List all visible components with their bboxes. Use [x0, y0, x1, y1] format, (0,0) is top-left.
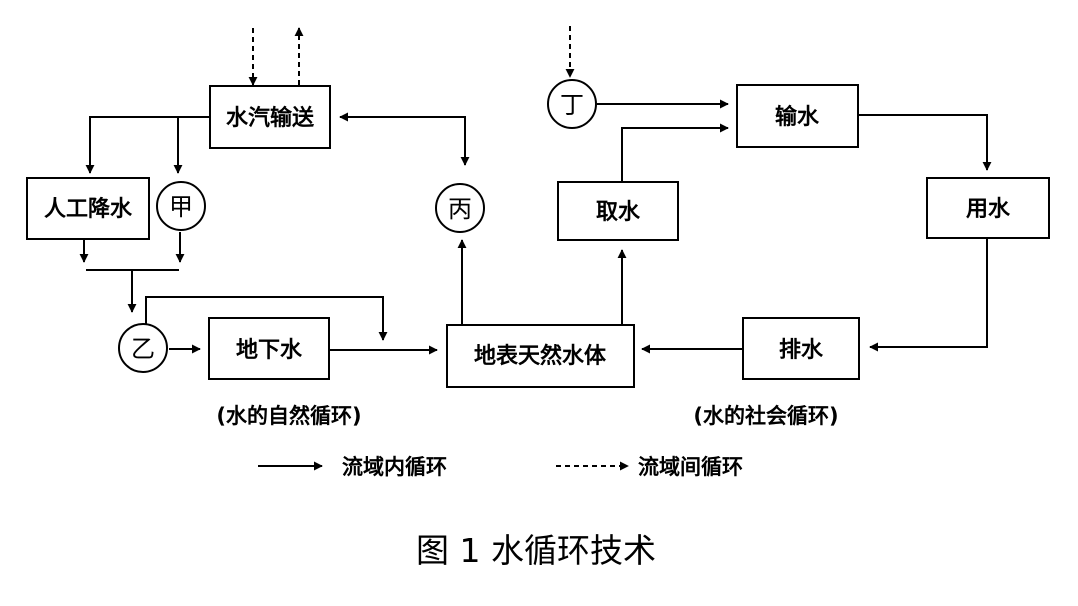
node-jia: 甲 — [156, 181, 206, 231]
connectors — [79, 26, 992, 355]
node-surface-label: 地表天然水体 — [474, 343, 607, 369]
transport-to-use-arrow — [859, 114, 992, 171]
node-vapor: 水汽输送 — [209, 85, 331, 149]
node-use: 用水 — [926, 177, 1050, 239]
yi-bypass-arrow — [145, 296, 388, 341]
node-rain: 人工降水 — [26, 177, 150, 240]
legend-inner-label: 流域内循环 — [342, 455, 447, 479]
node-ground: 地下水 — [208, 317, 330, 380]
node-bing-label: 丙 — [448, 195, 472, 223]
node-transport-label: 输水 — [775, 104, 820, 130]
legend: 流域内循环 流域间循环 — [258, 455, 743, 479]
node-transport: 输水 — [736, 84, 859, 148]
use-to-drain-arrow — [869, 238, 988, 352]
node-ground-label: 地下水 — [236, 338, 303, 363]
node-ding-label: 丁 — [560, 91, 584, 119]
node-intake-label: 取水 — [596, 200, 641, 225]
social-cycle-label: (水的社会循环) — [693, 404, 838, 428]
node-yi: 乙 — [118, 323, 168, 373]
node-surface: 地表天然水体 — [446, 324, 635, 388]
node-jia-label: 甲 — [169, 193, 193, 221]
legend-outer-label: 流域间循环 — [638, 455, 743, 479]
node-vapor-label: 水汽输送 — [226, 105, 314, 131]
node-drain-label: 排水 — [779, 338, 824, 363]
node-bing: 丙 — [435, 183, 485, 233]
node-drain: 排水 — [742, 317, 860, 380]
node-yi-label: 乙 — [131, 335, 155, 363]
node-intake: 取水 — [557, 181, 679, 241]
natural-cycle-label: (水的自然循环) — [216, 404, 361, 428]
bing-to-vapor-arrow — [339, 112, 466, 160]
node-ding: 丁 — [547, 79, 597, 129]
intake-to-transport-arrow — [621, 123, 729, 181]
figure-caption: 图 1 水循环技术 — [416, 531, 656, 570]
vapor-to-rain-arrow — [85, 116, 210, 174]
node-use-label: 用水 — [966, 197, 1011, 222]
node-rain-label: 人工降水 — [44, 197, 133, 222]
